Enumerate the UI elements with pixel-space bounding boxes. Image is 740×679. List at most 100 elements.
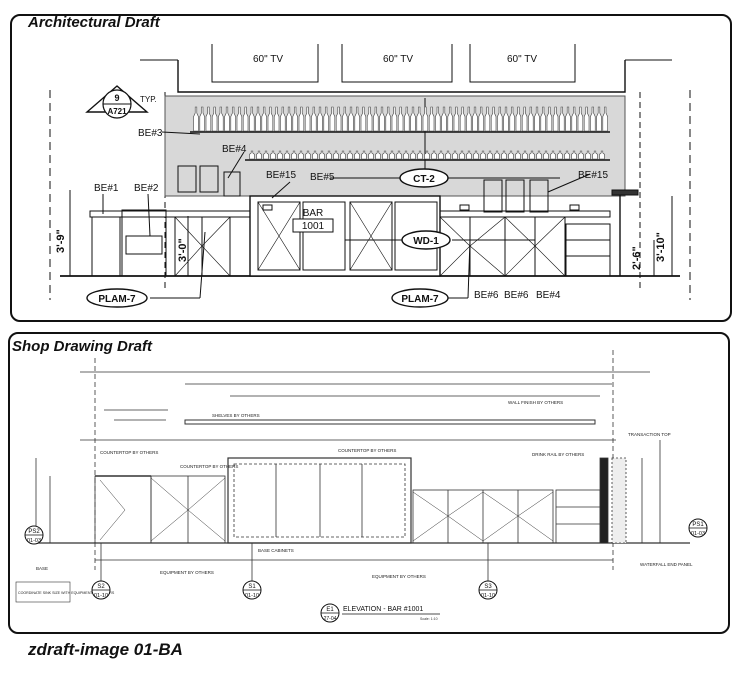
note-countertop-mid: COUNTERTOP BY OTHERS — [180, 464, 238, 469]
bottle — [565, 106, 571, 132]
note-countertop-left: COUNTERTOP BY OTHERS — [100, 450, 158, 455]
bottle — [211, 106, 218, 132]
bottle — [292, 106, 298, 132]
bottle — [329, 106, 336, 132]
elevation-scale: Scale: 1:10 — [420, 617, 438, 621]
bottle — [564, 150, 570, 160]
bottle — [317, 106, 323, 132]
bottle — [559, 106, 565, 132]
bottle — [319, 150, 325, 160]
bottle — [438, 150, 444, 160]
callout-be15-right: BE#15 — [578, 170, 608, 181]
bottle — [583, 106, 590, 132]
tv-label-right: 60" TV — [507, 54, 537, 65]
bottle — [382, 150, 388, 160]
bottle — [255, 106, 261, 132]
bottle — [342, 106, 348, 132]
bottle — [536, 150, 542, 160]
detail-tag-number: 9 — [114, 93, 119, 103]
bottle — [431, 150, 437, 160]
bottle — [480, 150, 486, 160]
note-equipment-b: EQUIPMENT BY OTHERS — [372, 574, 426, 579]
bottle — [323, 106, 329, 132]
callout-be4-bottom: BE#4 — [536, 290, 561, 301]
bottle — [286, 106, 292, 132]
tag-wd1-oval — [401, 230, 451, 250]
bottle — [453, 106, 460, 132]
dim-right-a: 2'-6" — [631, 246, 643, 270]
tag-plam-right-oval — [391, 288, 449, 308]
bottle — [509, 106, 515, 132]
bottle — [435, 106, 441, 132]
bottle — [389, 150, 395, 160]
section-marker-bottom: 01-10 — [245, 593, 259, 599]
bottle — [218, 106, 224, 132]
bottle — [472, 106, 478, 132]
section-marker-top: S2 — [97, 584, 105, 590]
bottle — [273, 106, 280, 132]
tag-plam-left: PLAM-7 — [98, 294, 136, 305]
bottle — [515, 150, 521, 160]
tv-label-center: 60" TV — [383, 54, 413, 65]
tv-label-left: 60" TV — [253, 54, 283, 65]
tag-plam-left-oval — [86, 288, 148, 308]
bottle — [466, 150, 472, 160]
bottle — [375, 150, 381, 160]
bar-number: 1001 — [302, 221, 325, 232]
tag-ct2-oval — [399, 168, 449, 188]
bottle — [441, 106, 447, 132]
detail-tag-sheet: A721 — [107, 107, 127, 116]
dim-right-b: 3'-10" — [655, 232, 667, 262]
bottle — [484, 106, 491, 132]
architectural-elevation — [49, 44, 691, 300]
bottle — [585, 150, 591, 160]
note-countertop-right: COUNTERTOP BY OTHERS — [338, 448, 396, 453]
bottle — [340, 150, 346, 160]
bottle — [552, 106, 559, 132]
section-marker-bottom: 01-10 — [94, 593, 108, 599]
bottle — [543, 150, 549, 160]
section-marker-top: S1 — [248, 584, 256, 590]
bottle — [416, 106, 422, 132]
bottle — [487, 150, 493, 160]
section-marker-top: PS1 — [692, 522, 704, 528]
section-marker-bottom: 01-03 — [27, 538, 41, 544]
architectural-draft-title: Architectural Draft — [28, 14, 160, 31]
note-transaction-top: TRANSACTION TOP — [628, 432, 671, 437]
bottle — [373, 106, 379, 132]
detail-tag — [85, 85, 149, 119]
bottle — [385, 106, 391, 132]
bottle — [599, 150, 605, 160]
bar-number-box — [292, 218, 334, 233]
bottle — [256, 150, 262, 160]
bar-label: BAR — [303, 208, 324, 219]
bottle — [497, 106, 503, 132]
note-equipment-a: EQUIPMENT BY OTHERS — [160, 570, 214, 575]
bottle — [291, 150, 297, 160]
callout-be6-a: BE#6 — [474, 290, 499, 301]
section-marker-bottom: 01-10 — [481, 593, 495, 599]
bottle — [404, 106, 410, 132]
bottle — [596, 106, 602, 132]
bottle — [354, 150, 360, 160]
bottle — [522, 150, 528, 160]
bottle — [305, 150, 311, 160]
note-base: BASE — [36, 566, 48, 571]
bottle — [577, 106, 584, 132]
bottle — [361, 150, 367, 160]
note-waterfall: WATERFALL END PANEL — [640, 562, 693, 567]
note-coordinate: COORDINATE SINK SIZE WITH EQUIPMENT BY O… — [18, 591, 115, 595]
bottle — [280, 106, 286, 132]
bottle — [298, 150, 304, 160]
bottle — [277, 150, 283, 160]
shop-drawing-draft-title: Shop Drawing Draft — [12, 338, 157, 355]
bottle — [366, 106, 373, 132]
bottle — [224, 106, 230, 132]
bottle — [424, 150, 430, 160]
shop-notes: SHELVES BY OTHERS COUNTERTOP BY OTHERS C… — [36, 400, 693, 579]
callout-be6-b: BE#6 — [504, 290, 529, 301]
bottle — [528, 106, 534, 132]
bottle — [490, 106, 497, 132]
bottle — [360, 106, 367, 132]
